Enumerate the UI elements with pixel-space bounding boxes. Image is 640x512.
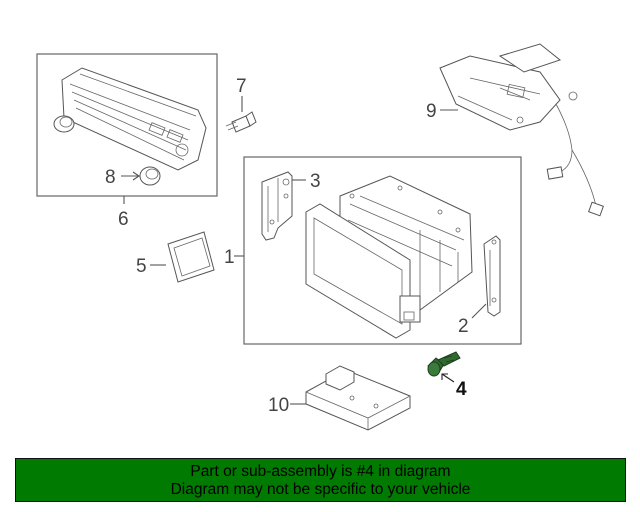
- callout-4: 4: [456, 379, 467, 400]
- callout-6: 6: [118, 209, 129, 230]
- radio-group-box: [243, 156, 522, 345]
- callout-9: 9: [426, 101, 437, 122]
- leader-line-4: [441, 373, 455, 383]
- radio-unit-group: 3 2 1: [224, 156, 522, 345]
- module-part-10[interactable]: [305, 365, 411, 431]
- parts-diagram: 8 6 7 9: [36, 43, 604, 431]
- leader-arrow-8: [132, 171, 140, 181]
- callout-7: 7: [236, 76, 247, 97]
- callout-1: 1: [224, 247, 235, 268]
- knob-part-left[interactable]: [53, 115, 75, 133]
- callout-3: 3: [310, 171, 321, 192]
- panel-group-box: [36, 53, 218, 197]
- radio-head-unit-part[interactable]: [305, 175, 473, 339]
- bracket-part-2[interactable]: [483, 235, 501, 317]
- banner-line-1: Part or sub-assembly is #4 in diagram: [190, 463, 451, 480]
- banner-line-2: Diagram may not be specific to your vehi…: [170, 481, 471, 498]
- callout-2: 2: [458, 316, 469, 337]
- leader-arrow-4: [441, 373, 448, 380]
- climate-control-panel-part[interactable]: [61, 67, 207, 171]
- info-banner: Part or sub-assembly is #4 in diagram Di…: [15, 458, 626, 502]
- knob-part-8[interactable]: [139, 166, 161, 186]
- screw-part-4[interactable]: [427, 351, 461, 377]
- callout-8: 8: [105, 167, 116, 188]
- screw-part-7[interactable]: [225, 111, 257, 133]
- bezel-plate-part-5[interactable]: [167, 231, 215, 283]
- bracket-module-part-9[interactable]: [439, 43, 604, 217]
- climate-control-panel-group: 8 6: [36, 53, 218, 230]
- leader-line-2: [471, 303, 487, 319]
- callout-5: 5: [136, 256, 147, 277]
- bracket-part-3[interactable]: [261, 171, 293, 241]
- callout-10: 10: [268, 395, 289, 416]
